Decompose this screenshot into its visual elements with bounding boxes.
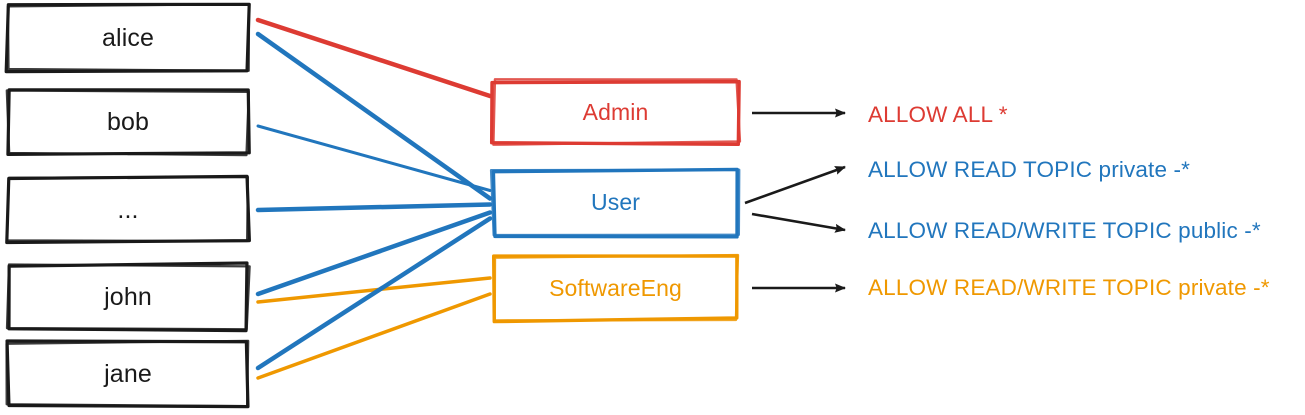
link-more-to-user [255, 202, 493, 213]
user-node-label: ... [117, 195, 139, 224]
role-node-label: SoftwareEng [549, 274, 682, 301]
user-node-jane[interactable]: jane [5, 339, 250, 409]
user-node-alice[interactable]: alice [4, 2, 251, 74]
permission-p-user-rw-public: ALLOW READ/WRITE TOPIC public -* [868, 218, 1261, 243]
arrow-user-read [744, 165, 846, 205]
role-node-admin[interactable]: Admin [489, 78, 742, 147]
permission-p-user-read-private: ALLOW READ TOPIC private -* [868, 157, 1191, 182]
user-node-label: alice [102, 23, 154, 52]
link-bob-to-user [256, 124, 492, 192]
user-node-john[interactable]: john [5, 261, 251, 333]
role-node-label: Admin [582, 98, 649, 125]
link-john-to-software_eng [256, 276, 492, 304]
link-alice-to-admin [255, 17, 493, 99]
role-node-software_eng[interactable]: SoftwareEng [491, 253, 740, 324]
role-node-user[interactable]: User [489, 167, 741, 239]
permission-p-se-rw-private: ALLOW READ/WRITE TOPIC private -* [868, 275, 1270, 300]
role-assignment-lines [255, 17, 493, 380]
link-jane-to-user [255, 216, 493, 371]
user-node-label: bob [106, 107, 149, 136]
permission-p-admin-all: ALLOW ALL * [868, 102, 1008, 127]
user-node-more[interactable]: ... [5, 174, 251, 245]
permission-arrows [744, 108, 846, 293]
arrow-user-rw [751, 212, 846, 233]
link-alice-to-user [255, 31, 493, 201]
role-node-label: User [591, 189, 640, 215]
link-john-to-user [255, 210, 493, 297]
user-node-label: jane [104, 359, 152, 388]
user-node-bob[interactable]: bob [5, 88, 251, 157]
user-node-label: john [104, 282, 152, 311]
link-jane-to-software_eng [256, 292, 492, 380]
